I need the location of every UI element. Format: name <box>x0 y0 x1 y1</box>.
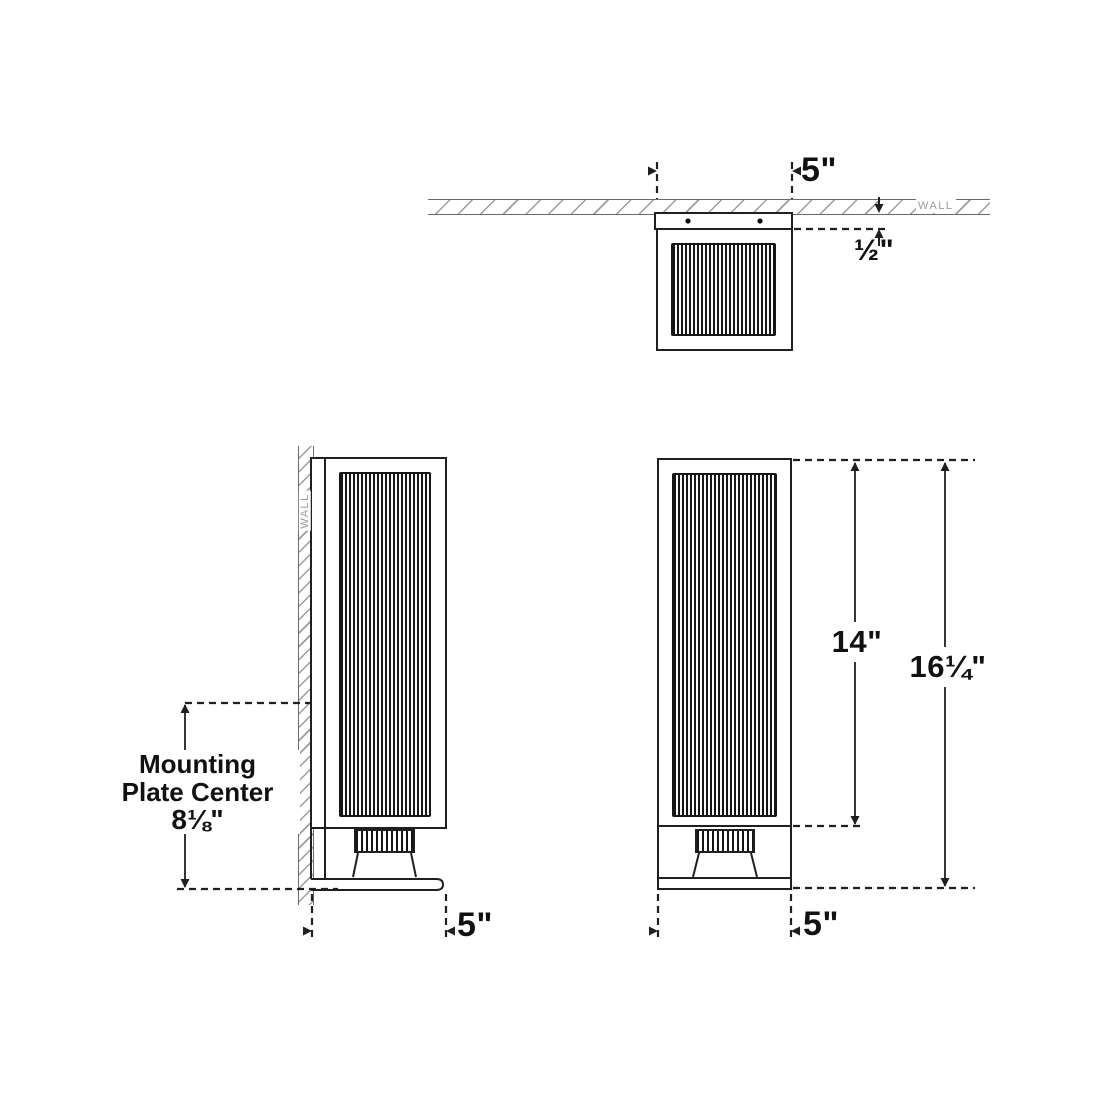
mounting-label-line1: Mounting <box>95 750 300 778</box>
dim-shade-height: 14" <box>824 622 890 662</box>
dim-front-width: 5" <box>803 905 840 943</box>
arrowheads-top <box>648 166 884 238</box>
ribbed-shade-top-view <box>671 243 776 336</box>
lamp-socket-side-view <box>354 829 415 853</box>
screw-dot <box>685 218 691 224</box>
socket-cup-front <box>751 853 757 877</box>
dim-mounting-value: 8⅛" <box>95 806 300 834</box>
wall-label-top: WALL <box>916 199 956 213</box>
screw-dot <box>757 218 763 224</box>
dim-overall-height: 16¼" <box>898 647 998 687</box>
mounting-label-line2: Plate Center <box>95 778 300 806</box>
socket-cup-front <box>693 853 699 877</box>
socket-cup-side <box>353 853 358 877</box>
mounting-plate-center-label: Mounting Plate Center 8⅛" <box>95 750 300 834</box>
height-dimension-refs <box>658 460 975 941</box>
dim-plate-offset: ½" <box>854 234 895 267</box>
dim-side-depth: 5" <box>457 906 494 944</box>
lamp-socket-front-view <box>695 829 755 853</box>
socket-cup-side <box>411 853 416 877</box>
arrowheads-side <box>180 704 455 936</box>
dim-top-width: 5" <box>801 151 838 189</box>
ribbed-shade-side-view <box>339 472 431 817</box>
top-width-dimension <box>657 162 792 199</box>
side-depth-dimension <box>312 894 446 941</box>
arrowheads-front <box>649 462 950 936</box>
ribbed-shade-front-view <box>672 473 777 817</box>
plate-offset-dimension <box>794 197 888 246</box>
wall-label-side: WALL <box>299 491 312 531</box>
